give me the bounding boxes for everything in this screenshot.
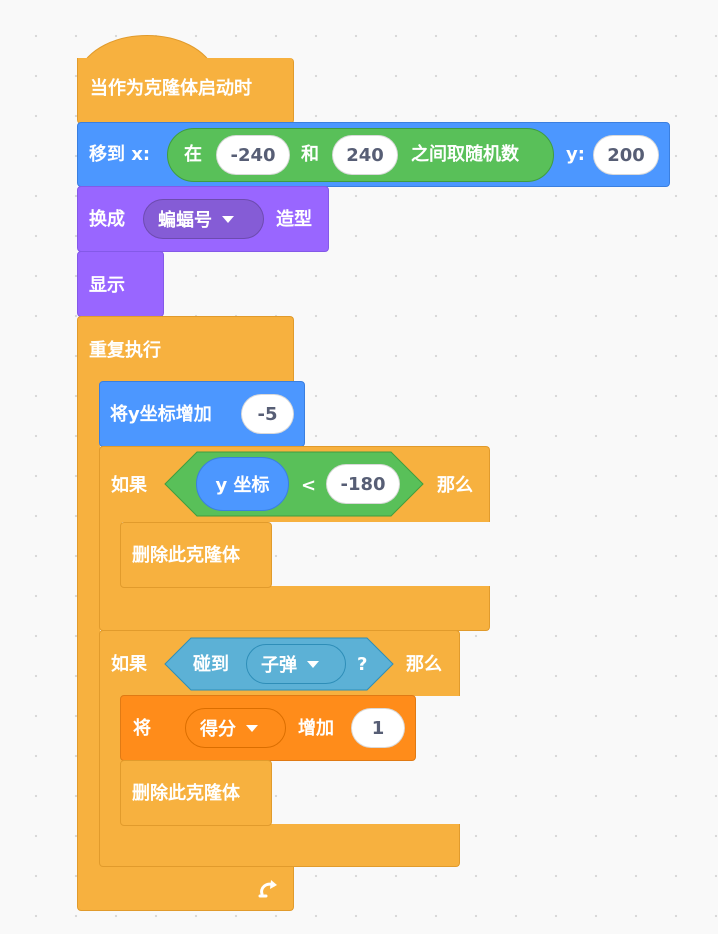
change-by-value-input[interactable]: 1 [351, 708, 405, 748]
goto-label: 移到 x: [89, 144, 151, 165]
change-y-block[interactable]: 将y坐标增加 -5 [99, 381, 305, 447]
if1-bottom [99, 586, 490, 631]
pick-random-label-post: 之间取随机数 [411, 144, 519, 165]
change-y-label: 将y坐标增加 [110, 404, 212, 425]
if-block-1[interactable]: 如果 y 坐标 < -180 那么 [99, 446, 490, 522]
if2-then-label: 那么 [406, 654, 442, 675]
random-max-input[interactable]: 240 [332, 135, 398, 175]
delete-clone-label-2: 删除此克隆体 [132, 783, 240, 804]
if2-label: 如果 [111, 654, 147, 675]
less-than-symbol: < [301, 475, 317, 496]
compare-value-input[interactable]: -180 [326, 464, 400, 504]
if1-arm [99, 520, 122, 590]
switch-costume-label-pre: 换成 [89, 209, 125, 230]
hat-label: 当作为克隆体启动时 [90, 78, 252, 99]
costume-dropdown[interactable]: 蝙蝠号 [143, 199, 264, 239]
chevron-down-icon [222, 215, 234, 223]
variable-name: 得分 [200, 719, 236, 740]
chevron-down-icon [307, 660, 319, 668]
show-label: 显示 [89, 275, 125, 296]
random-min-input[interactable]: -240 [216, 135, 290, 175]
variable-dropdown[interactable]: 得分 [185, 708, 286, 748]
touching-target-name: 子弹 [261, 655, 297, 676]
y-value-input[interactable]: 200 [593, 135, 659, 175]
pick-random-label-pre: 在 [184, 144, 202, 165]
forever-label: 重复执行 [89, 340, 161, 361]
change-variable-block[interactable]: 将 得分 增加 1 [120, 695, 416, 761]
delete-clone-block-2[interactable]: 删除此克隆体 [120, 760, 272, 826]
if-block-2[interactable]: 如果 碰到 子弹 ? 那么 [99, 630, 460, 696]
change-variable-label: 将 [133, 718, 151, 739]
pick-random-operator[interactable]: 在 -240 和 240 之间取随机数 [167, 128, 554, 182]
goto-y-label: y: [566, 144, 585, 165]
change-by-label: 增加 [298, 718, 334, 739]
if2-arm [99, 694, 122, 828]
y-position-reporter[interactable]: y 坐标 [196, 457, 289, 511]
when-clone-starts-block[interactable]: 当作为克隆体启动时 [77, 58, 294, 124]
delete-clone-block-1[interactable]: 删除此克隆体 [120, 522, 272, 588]
forever-arm [77, 380, 100, 850]
switch-costume-block[interactable]: 换成 蝙蝠号 造型 [77, 186, 329, 252]
chevron-down-icon [246, 724, 258, 732]
costume-name: 蝙蝠号 [158, 210, 212, 231]
touching-label: 碰到 [193, 654, 229, 675]
loop-arrow-icon [258, 880, 277, 898]
goto-xy-block[interactable]: 移到 x: 在 -240 和 240 之间取随机数 y: 200 [77, 122, 670, 187]
change-y-value-input[interactable]: -5 [241, 394, 294, 434]
switch-costume-label-post: 造型 [276, 209, 312, 230]
pick-random-label-mid: 和 [301, 144, 319, 165]
touching-question-mark: ? [357, 654, 368, 675]
if1-then-label: 那么 [437, 475, 473, 496]
touching-target-dropdown[interactable]: 子弹 [246, 644, 346, 684]
delete-clone-label-1: 删除此克隆体 [132, 545, 240, 566]
if1-label: 如果 [111, 475, 147, 496]
forever-block[interactable]: 重复执行 [77, 316, 294, 382]
show-block[interactable]: 显示 [77, 251, 164, 317]
if2-bottom [99, 824, 460, 867]
